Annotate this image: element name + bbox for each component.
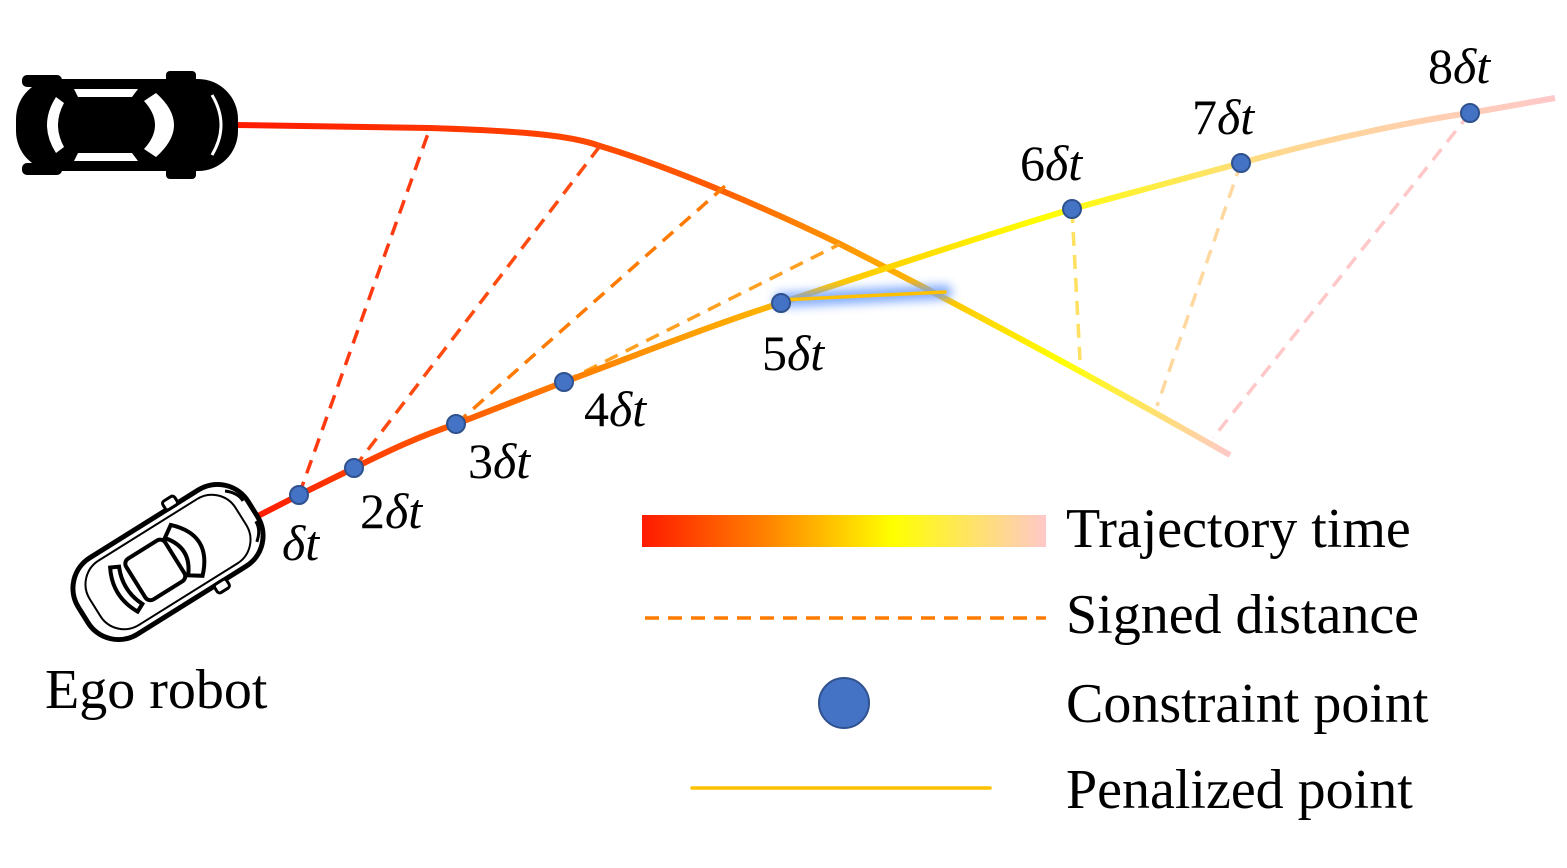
- signed-distance-line: [297, 127, 432, 496]
- ego-robot-label: Ego robot: [45, 659, 268, 721]
- ego-trajectory: [248, 95, 1556, 523]
- legend-penalized-label: Penalized point: [1066, 759, 1413, 821]
- legend-trajectory-label: Trajectory time: [1066, 498, 1411, 560]
- constraint-point: [1231, 153, 1251, 173]
- time-step-label: 3δt: [468, 433, 531, 489]
- constraint-points: [289, 103, 1480, 505]
- time-labels: δt 2δt 3δt 4δt 5δt 6δt 7δt 8δt: [282, 38, 1491, 571]
- car-top-view-outline-icon: [70, 481, 266, 643]
- constraint-point: [1062, 199, 1082, 219]
- legend-constraint-swatch: [818, 677, 870, 729]
- signed-distance-line: [1155, 162, 1243, 407]
- car-top-view-black-icon: [16, 71, 238, 179]
- signed-distance-lines: [297, 111, 1472, 496]
- time-step-label: 7δt: [1192, 89, 1255, 145]
- legend-constraint-label: Constraint point: [1066, 673, 1429, 735]
- constraint-point: [554, 372, 574, 392]
- time-step-label: 6δt: [1020, 135, 1083, 191]
- signed-distance-line: [563, 242, 841, 384]
- signed-distance-line: [1070, 208, 1082, 361]
- time-step-label: 2δt: [360, 483, 423, 539]
- time-step-label: 8δt: [1428, 38, 1491, 94]
- constraint-point: [771, 293, 791, 313]
- legend-signed-distance-label: Signed distance: [1066, 584, 1419, 646]
- constraint-point: [446, 414, 466, 434]
- time-step-label: δt: [282, 515, 320, 571]
- signed-distance-line: [352, 144, 602, 470]
- obstacle-trajectory: [234, 122, 1232, 458]
- constraint-point: [1460, 103, 1480, 123]
- time-step-label: 5δt: [762, 325, 825, 381]
- signed-distance-line: [454, 184, 727, 426]
- legend-trajectory-swatch: [642, 515, 1046, 547]
- constraint-point: [289, 485, 309, 505]
- time-step-label: 4δt: [584, 381, 647, 437]
- signed-distance-line: [1211, 111, 1472, 440]
- legend: Trajectory time Signed distance Constrai…: [642, 498, 1429, 821]
- constraint-point: [344, 458, 364, 478]
- penalized-segment: [774, 285, 952, 307]
